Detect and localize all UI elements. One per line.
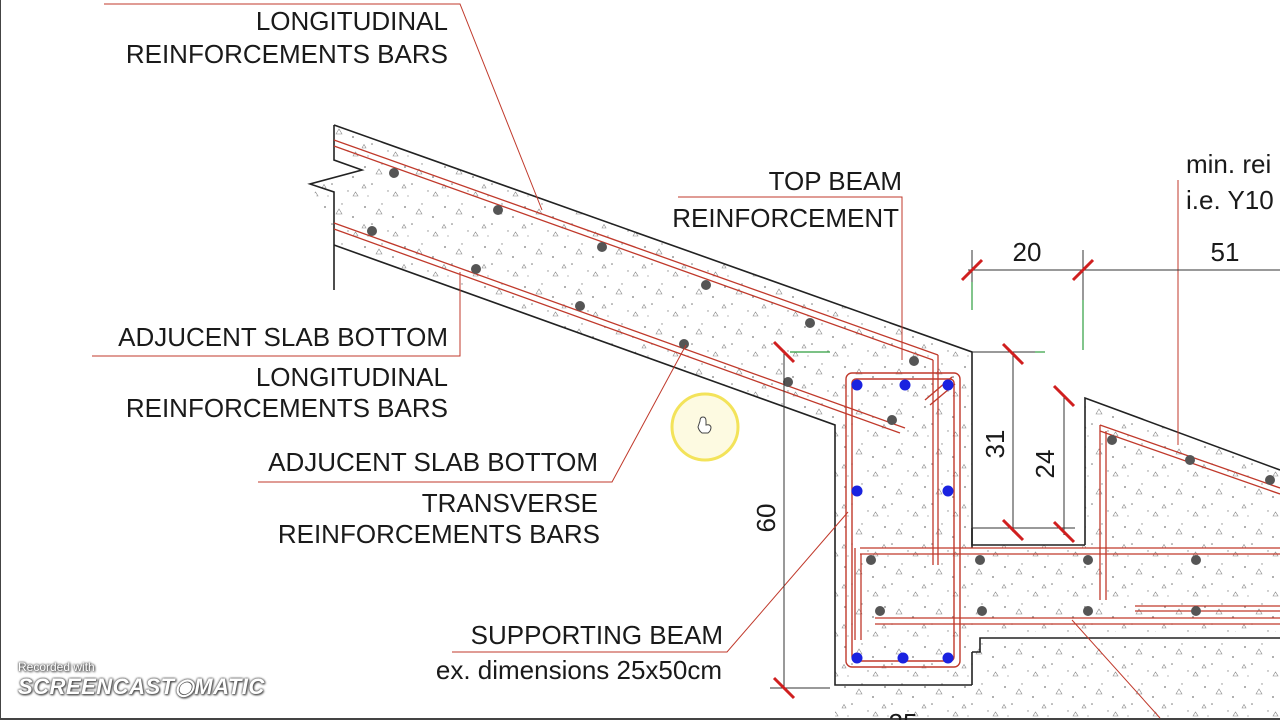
dim-51: 51 — [1211, 237, 1240, 267]
callout-labels: LONGITUDINAL REINFORCEMENTS BARS ADJUCEN… — [118, 6, 1274, 685]
watermark-brand-text: SCREENCAST◉MATIC — [18, 674, 265, 699]
dim-24: 24 — [1030, 450, 1060, 479]
label-transverse-2: REINFORCEMENTS BARS — [278, 519, 600, 549]
dim-60: 60 — [751, 504, 781, 533]
dim-25: 25 — [889, 708, 918, 720]
label-longitudinal-mid-2: REINFORCEMENTS BARS — [126, 393, 448, 423]
label-supporting-beam-dims: ex. dimensions 25x50cm — [436, 655, 722, 685]
beam-stirrup — [845, 372, 961, 668]
label-adjacent-slab-2: ADJUCENT SLAB BOTTOM — [268, 447, 598, 477]
label-longitudinal-mid-1: LONGITUDINAL — [256, 362, 448, 392]
label-top-beam-1: TOP BEAM — [769, 166, 902, 196]
label-transverse-1: TRANSVERSE — [422, 488, 598, 518]
watermark-recorded-text: Recorded with — [18, 660, 95, 674]
dimension-lines — [770, 250, 1280, 700]
leader-lines — [92, 3, 1179, 719]
dimension-values: 20 51 31 24 60 25 — [751, 237, 1239, 720]
beam-main-bars — [851, 379, 954, 664]
label-longitudinal-top-2: REINFORCEMENTS BARS — [126, 39, 448, 69]
watermark: Recorded with SCREENCAST◉MATIC — [18, 660, 265, 700]
right-slab — [971, 396, 1280, 653]
dim-20: 20 — [1013, 237, 1042, 267]
grey-bars — [367, 168, 1275, 616]
label-top-beam-2: REINFORCEMENT — [672, 203, 899, 233]
label-min-rei-1: min. rei — [1186, 149, 1271, 179]
slab-rebars — [333, 139, 1280, 640]
label-longitudinal-top-1: LONGITUDINAL — [256, 6, 448, 36]
dim-31: 31 — [980, 430, 1010, 459]
hand-cursor-icon — [697, 416, 712, 434]
cursor-highlight — [670, 392, 740, 462]
label-adjacent-slab-1: ADJUCENT SLAB BOTTOM — [118, 322, 448, 352]
label-min-rei-2: i.e. Y10 — [1186, 185, 1274, 215]
label-supporting-beam: SUPPORTING BEAM — [471, 620, 723, 650]
